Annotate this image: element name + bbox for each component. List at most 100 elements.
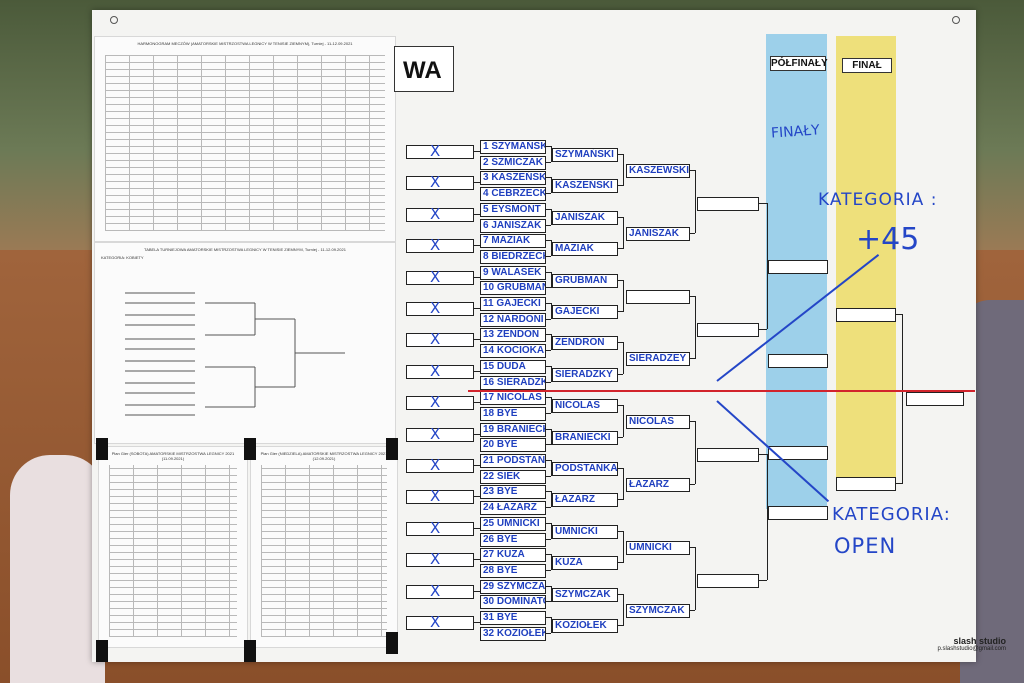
plan-sunday-sheet: Plan Gier (NIEDZIELA) AMATORSKIE MISTRZO…: [250, 446, 398, 648]
semifinal-slot: [768, 506, 828, 520]
semifinal-slot: [768, 446, 828, 460]
round3-player: UMNICKI: [626, 540, 690, 555]
cross-mark: X: [430, 173, 441, 192]
bracket-line: [767, 454, 768, 581]
round2-player: SZYMCZAK: [552, 587, 618, 602]
bracket-line: [551, 146, 552, 162]
round2-player: ZENDRON: [552, 336, 618, 351]
bracket-line: [689, 232, 695, 234]
bracket-line: [689, 609, 695, 611]
round3-player: JANISZAK: [626, 226, 690, 241]
bracket-line: [617, 185, 623, 187]
round2-player: GRUBMAN: [552, 273, 618, 288]
board-title-text: WA: [403, 57, 442, 84]
round1-player: 1 SZYMAŃSKI: [480, 140, 546, 154]
bracket-line: [474, 559, 480, 561]
bracket-line: [551, 240, 552, 257]
bracket-line: [545, 585, 551, 587]
quarterfinal-slot: [697, 322, 759, 337]
women-bracket-title: TABELA TURNIEJOWA AMATORSKIE MISTRZOSTWA…: [144, 247, 346, 252]
bracket-line: [623, 279, 624, 312]
bracket-line: [689, 484, 695, 485]
bracket-line: [474, 308, 480, 309]
bracket-line: [545, 224, 551, 226]
bracket-line: [759, 203, 767, 204]
round1-player: 20 BYE: [480, 438, 546, 453]
bracket-line: [551, 208, 552, 225]
bracket-line: [896, 483, 902, 484]
cross-mark: X: [430, 550, 441, 569]
bracket-line: [617, 216, 623, 218]
bracket-line: [474, 402, 480, 404]
round2-player: KASZEŃSKI: [552, 179, 618, 194]
bracket-line: [617, 342, 623, 344]
bracket-line: [551, 585, 552, 602]
bracket-line: [474, 182, 480, 184]
bracket-line: [545, 208, 551, 210]
bracket-line: [545, 460, 551, 461]
round1-player: 30 DOMINATOR: [480, 595, 546, 610]
round2-player: NICOLAS: [552, 399, 618, 414]
bracket-line: [551, 397, 552, 414]
women-bracket-lines: [125, 292, 345, 416]
bracket-line: [551, 365, 552, 382]
board-title: WA: [394, 46, 454, 92]
bracket-line: [623, 593, 624, 626]
final-header: FINAŁ: [842, 58, 892, 73]
plan-sunday-table: [261, 465, 387, 637]
round1-player: 4 CEBRZECKI: [480, 187, 546, 202]
bracket-line: [617, 436, 623, 438]
cross-mark: X: [430, 613, 441, 631]
women-bracket-sheet: TABELA TURNIEJOWA AMATORSKIE MISTRZOSTWA…: [94, 242, 396, 444]
bracket-line: [545, 287, 551, 289]
qualifier-slot: [406, 333, 474, 348]
bracket-line: [617, 593, 623, 595]
bracket-line: [623, 405, 624, 438]
bracket-line: [617, 279, 623, 281]
bracket-line: [689, 546, 695, 548]
round3-player: NICOLAS: [626, 415, 690, 430]
qualifier-slot: [406, 176, 474, 191]
bracket-line: [623, 530, 624, 563]
bracket-line: [545, 334, 551, 336]
plan-saturday-table: [109, 465, 237, 637]
bracket-line: [617, 373, 623, 375]
round1-player: 6 JANISZAK: [480, 218, 546, 233]
bracket-line: [545, 161, 551, 163]
cross-mark: X: [430, 267, 441, 286]
bracket-line: [551, 491, 552, 508]
round1-player: 9 WALASEK: [480, 265, 546, 280]
bracket-line: [545, 240, 551, 242]
bracket-line: [545, 350, 551, 352]
semifinal-slot: [768, 260, 828, 274]
qualifier-slot: [406, 396, 474, 411]
bracket-line: [545, 554, 551, 556]
logo-email: p.slashstudio@gmail.com: [937, 646, 1006, 652]
bracket-line: [617, 248, 623, 250]
round1-player: 27 KUZA: [480, 548, 546, 563]
sponsor-logo: slash studio p.slashstudio@gmail.com: [866, 636, 1006, 677]
ring-hole: [110, 16, 118, 24]
bracket-line: [545, 522, 551, 524]
cross-mark: X: [430, 487, 441, 506]
round1-player: 29 SZYMCZAK: [480, 579, 546, 594]
bracket-line: [551, 177, 552, 194]
round2-player: MAZIAK: [552, 242, 618, 257]
round1-player: 14 KOCIOKA: [480, 344, 546, 359]
bracket-line: [617, 468, 623, 469]
round1-player: 15 DUDA: [480, 359, 546, 374]
bracket-line: [545, 617, 551, 618]
round1-player: 2 SZMICZAK: [480, 155, 546, 170]
bracket-line: [474, 245, 480, 247]
category-45-value: +45: [856, 222, 920, 257]
bracket-line: [545, 444, 551, 446]
tape: [244, 640, 256, 662]
bracket-line: [623, 154, 624, 186]
finals-annotation: FINAŁY: [770, 122, 821, 142]
bracket-line: [545, 303, 551, 304]
round2-player: PODSTAŃKA: [552, 462, 618, 476]
round1-player: 21 PODSTAŃKA: [480, 454, 546, 468]
bracket-line: [689, 170, 695, 171]
bracket-line: [767, 203, 768, 329]
round1-player: 7 MAZIAK: [480, 234, 546, 249]
